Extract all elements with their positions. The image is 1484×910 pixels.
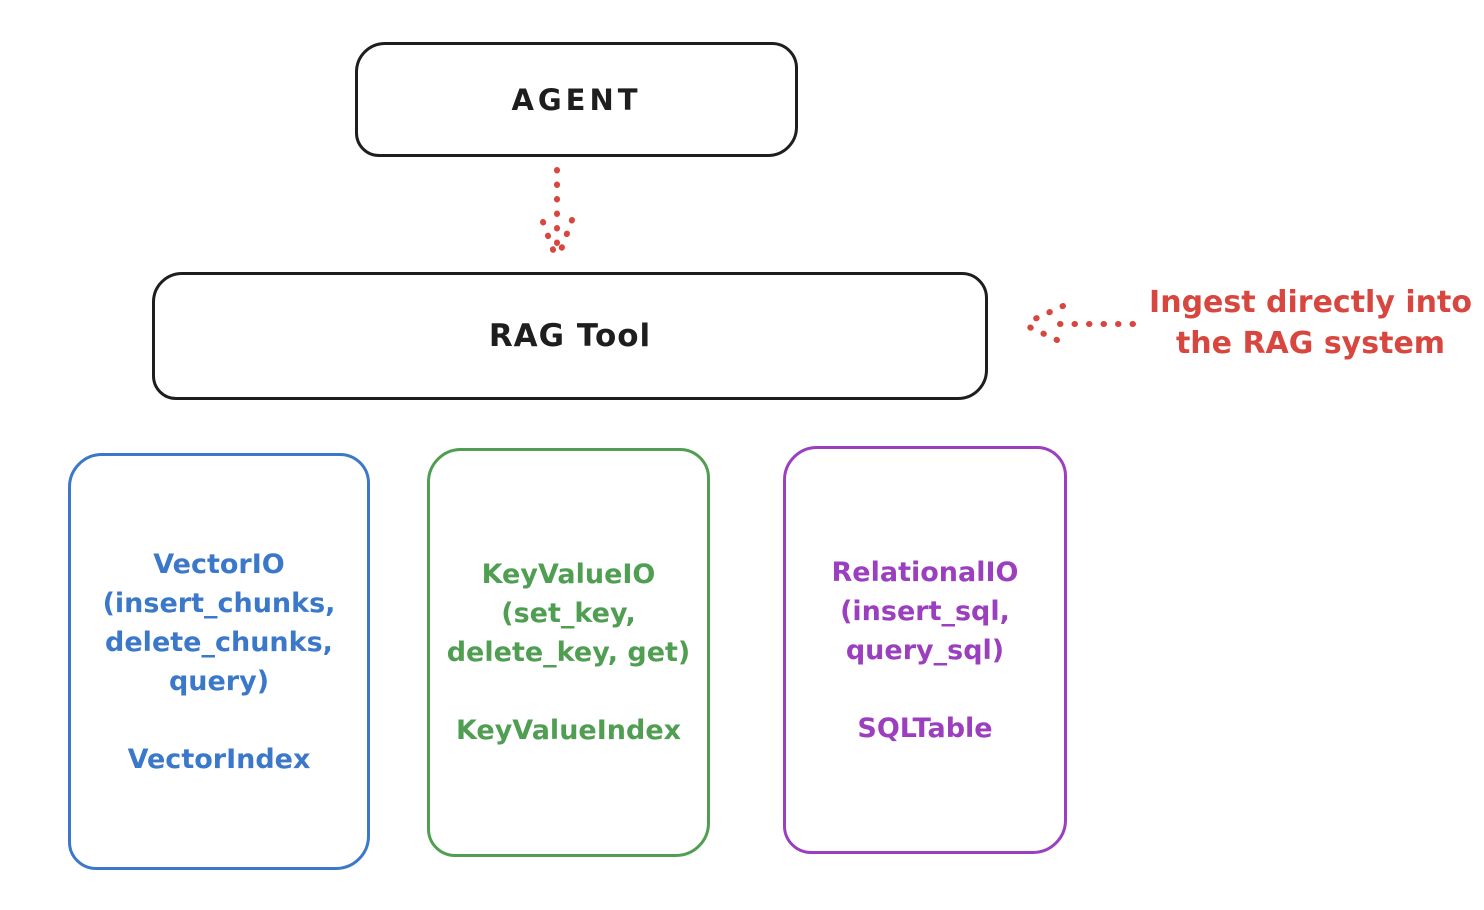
vector-io-body: VectorIO (insert_chunks, delete_chunks, … [102, 548, 336, 697]
keyvalue-io-box: KeyValueIO (set_key, delete_key, get) Ke… [427, 448, 710, 857]
relational-io-body: RelationalIO (insert_sql, query_sql) [831, 556, 1019, 666]
ingest-annotation-arrow [1022, 303, 1136, 343]
relational-io-box: RelationalIO (insert_sql, query_sql) SQL… [783, 446, 1067, 854]
rag-tool-label: RAG Tool [488, 318, 652, 354]
keyvalue-io-index-label: KeyValueIndex [455, 715, 682, 746]
ingest-annotation-text: Ingest directly into the RAG system [1149, 285, 1472, 361]
agent-box: AGENT [355, 42, 798, 157]
agent-to-rag-arrow [540, 167, 575, 261]
vector-io-index-label: VectorIndex [127, 743, 311, 775]
rag-tool-box: RAG Tool [152, 272, 988, 400]
vector-io-box: VectorIO (insert_chunks, delete_chunks, … [68, 453, 370, 870]
keyvalue-io-body: KeyValueIO (set_key, delete_key, get) [446, 559, 691, 668]
agent-label: AGENT [511, 82, 642, 117]
relational-io-index-label: SQLTable [857, 712, 993, 744]
